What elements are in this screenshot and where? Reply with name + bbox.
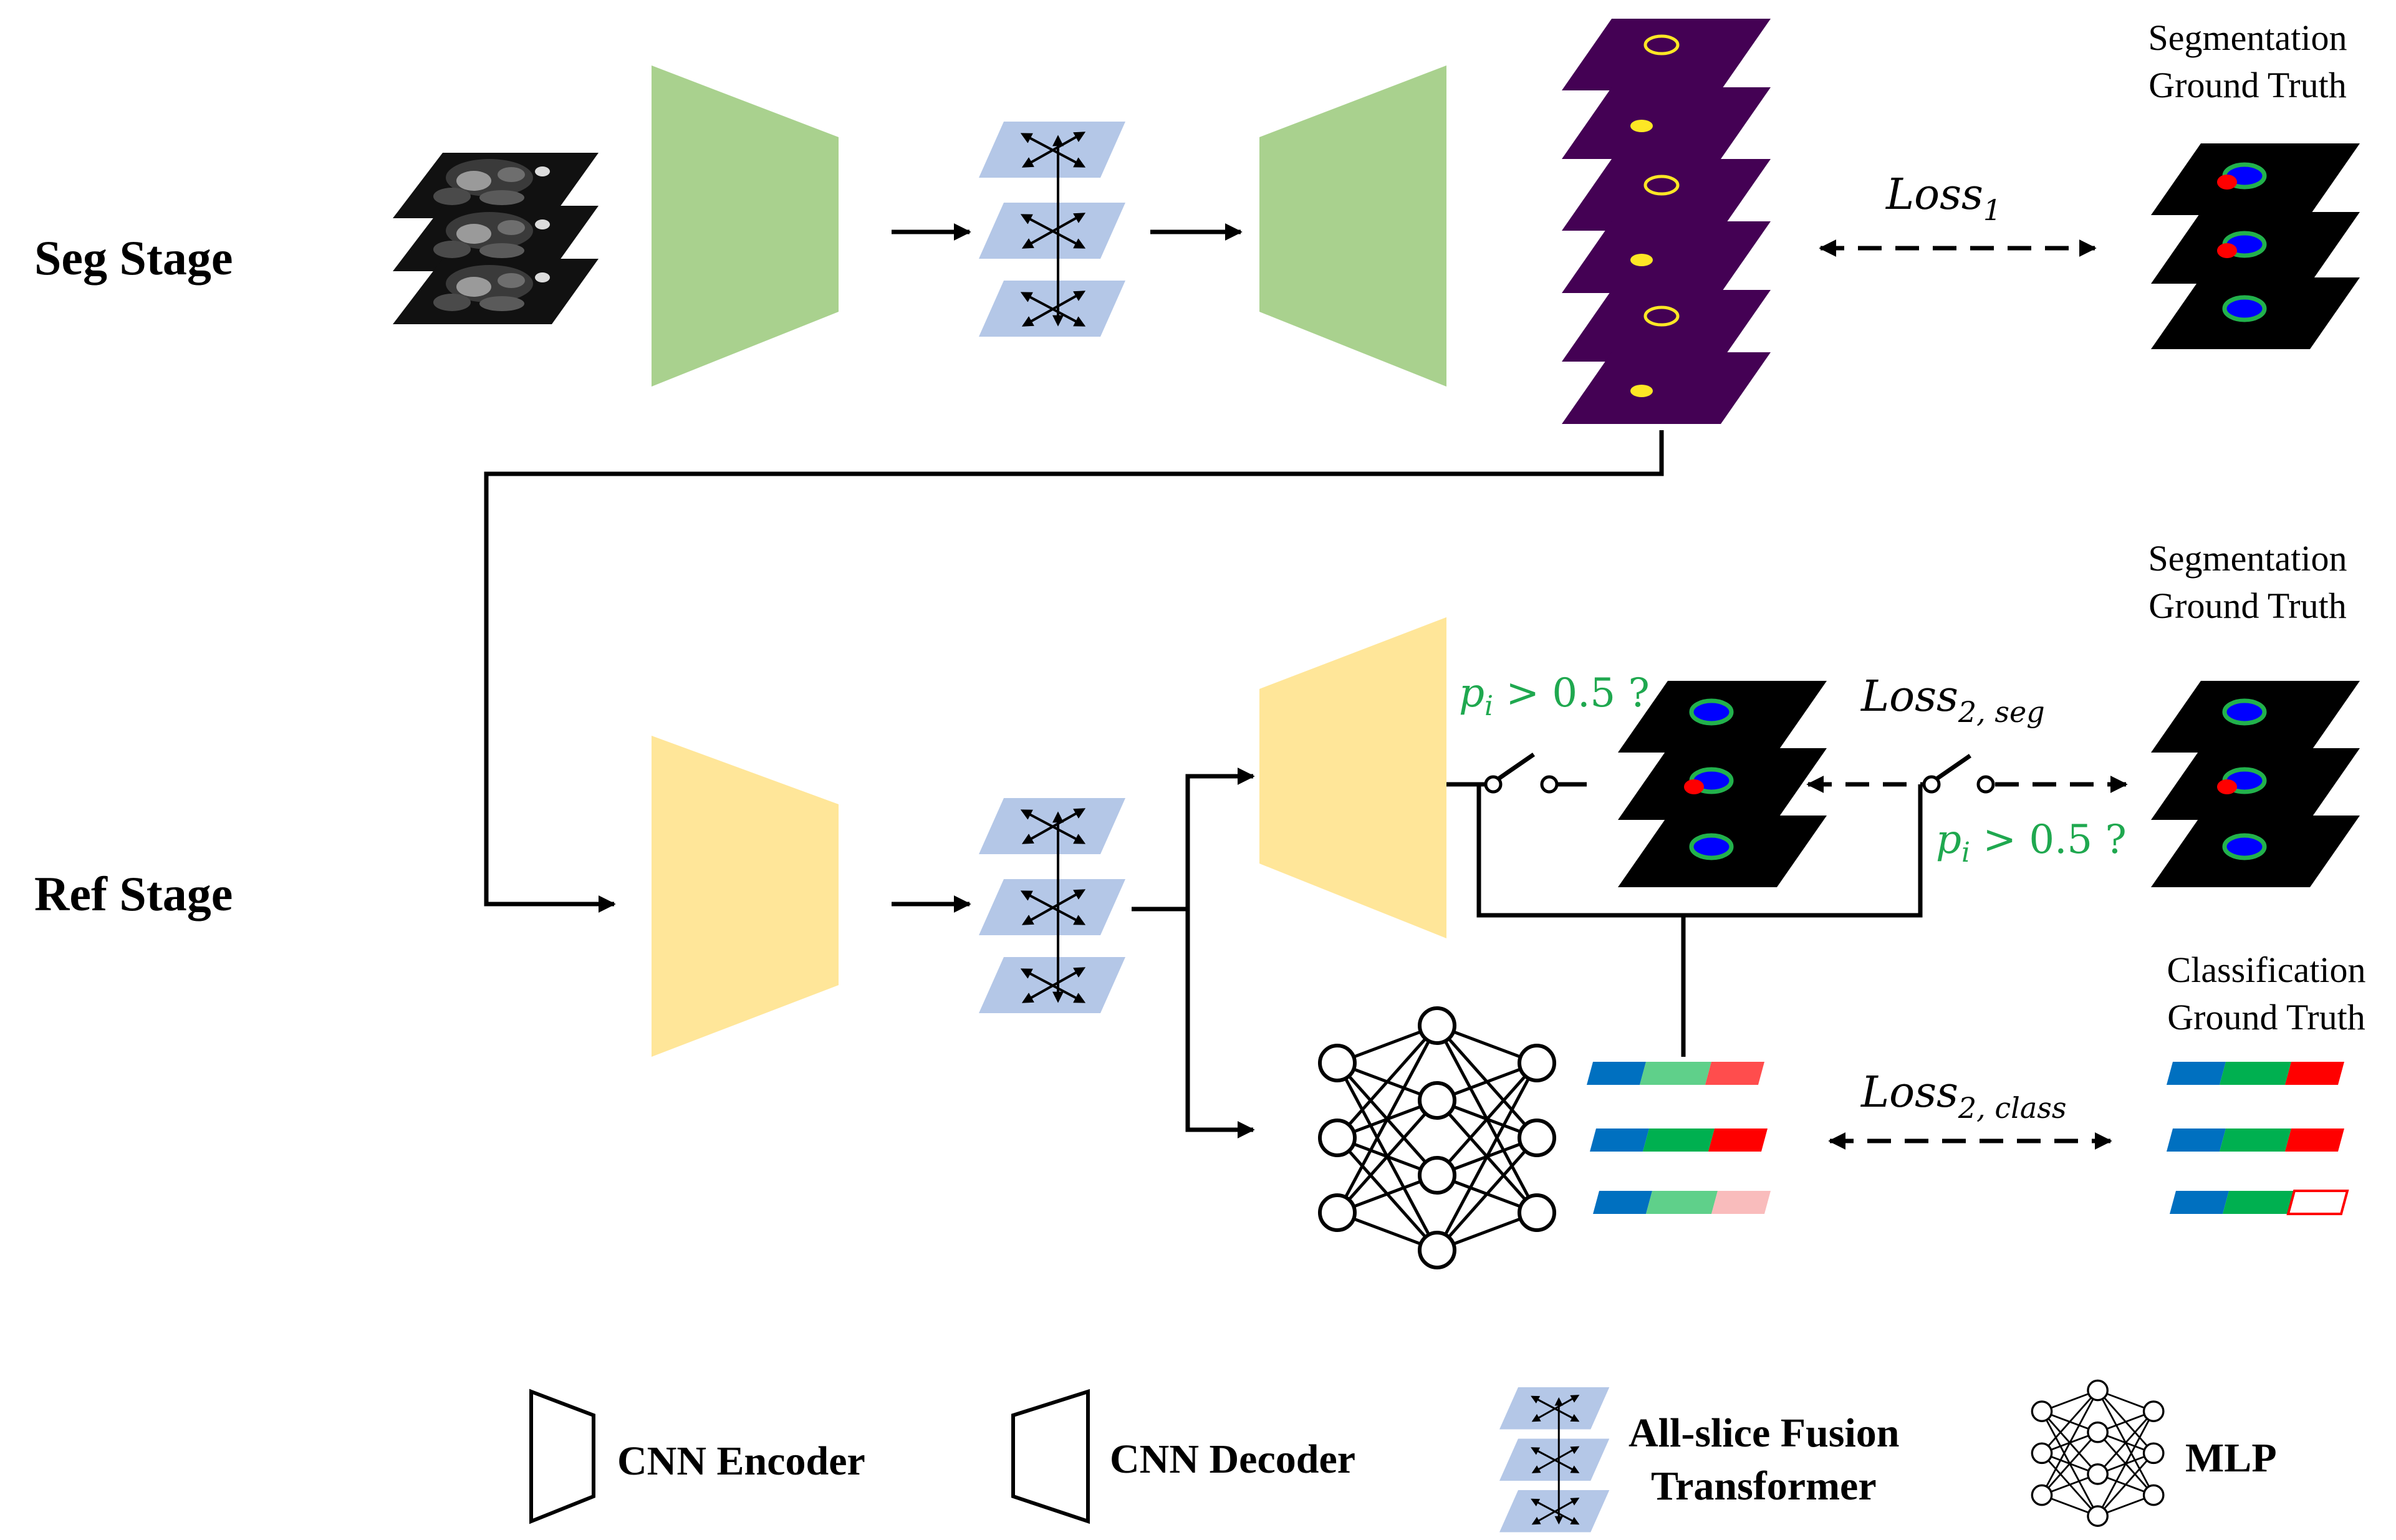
seg-gt-label-ref-line2: Ground Truth (2148, 585, 2346, 626)
switch2-contact-b (1976, 775, 1995, 794)
legend-transformer-icon (1499, 1387, 1609, 1533)
ref-decoder-block (1259, 617, 1446, 938)
ref-prediction-stack (1618, 681, 1827, 887)
mlp-network (1320, 1008, 1554, 1268)
arrow-to-ref-decoder (1185, 768, 1255, 909)
switch1-contact-b (1540, 775, 1559, 794)
seg-gt-label-top-line1: Segmentation (2148, 17, 2347, 58)
loss2-seg-label: Loss2, seg (1860, 672, 2045, 729)
seg-stage-label: Seg Stage (34, 231, 233, 285)
switch2-lever (1935, 754, 1971, 781)
legend-transformer-label-line1: All-slice Fusion (1629, 1410, 1900, 1456)
legend-encoder-label: CNN Encoder (617, 1438, 865, 1484)
seg-to-ref-connector (484, 430, 1664, 913)
seg-ground-truth-stack (2151, 143, 2360, 349)
seg-gt-label-ref-line1: Segmentation (2148, 538, 2347, 579)
seg-gt-label-top-line2: Ground Truth (2148, 65, 2346, 105)
seg-transformer-block (979, 122, 1125, 337)
legend-transformer-label-line2: Transformer (1651, 1463, 1877, 1509)
input-mri-stack (393, 153, 599, 324)
seg-encoder-block (652, 65, 839, 387)
legend-mlp-label: MLP (2185, 1435, 2277, 1481)
legend-decoder-label: CNN Decoder (1110, 1437, 1355, 1482)
feedback-loop (1476, 784, 1923, 918)
class-ground-truth-bars (2167, 1062, 2349, 1215)
ref-transformer-block (979, 798, 1125, 1013)
seg-prediction-stack (1562, 19, 1771, 424)
condition-left: pi > 0.5 ? (1459, 670, 1650, 722)
switch1-lever (1496, 753, 1535, 781)
class-prediction-bars (1587, 1062, 1771, 1214)
class-gt-label-line2: Ground Truth (2167, 997, 2365, 1037)
legend-mlp-icon (2031, 1379, 2165, 1527)
ref-encoder-block (652, 736, 839, 1057)
class-gt-label-line1: Classification (2167, 950, 2366, 990)
arrow-to-mlp (1185, 909, 1255, 1138)
legend-encoder-icon (529, 1388, 595, 1524)
ref-seg-ground-truth-stack (2151, 681, 2360, 887)
seg-decoder-block (1259, 65, 1446, 387)
switch2-contact-a (1922, 775, 1941, 794)
condition-right: pi > 0.5 ? (1936, 817, 2127, 869)
legend: CNN Encoder CNN Decoder All-slice Fusion… (529, 1379, 2277, 1533)
loss1-label: Loss1 (1885, 170, 2001, 227)
legend-decoder-icon (1011, 1388, 1090, 1524)
loss2-class-label: Loss2, class (1860, 1068, 2067, 1125)
switch1-contact-a (1484, 775, 1503, 794)
ref-stage-label: Ref Stage (34, 867, 233, 921)
